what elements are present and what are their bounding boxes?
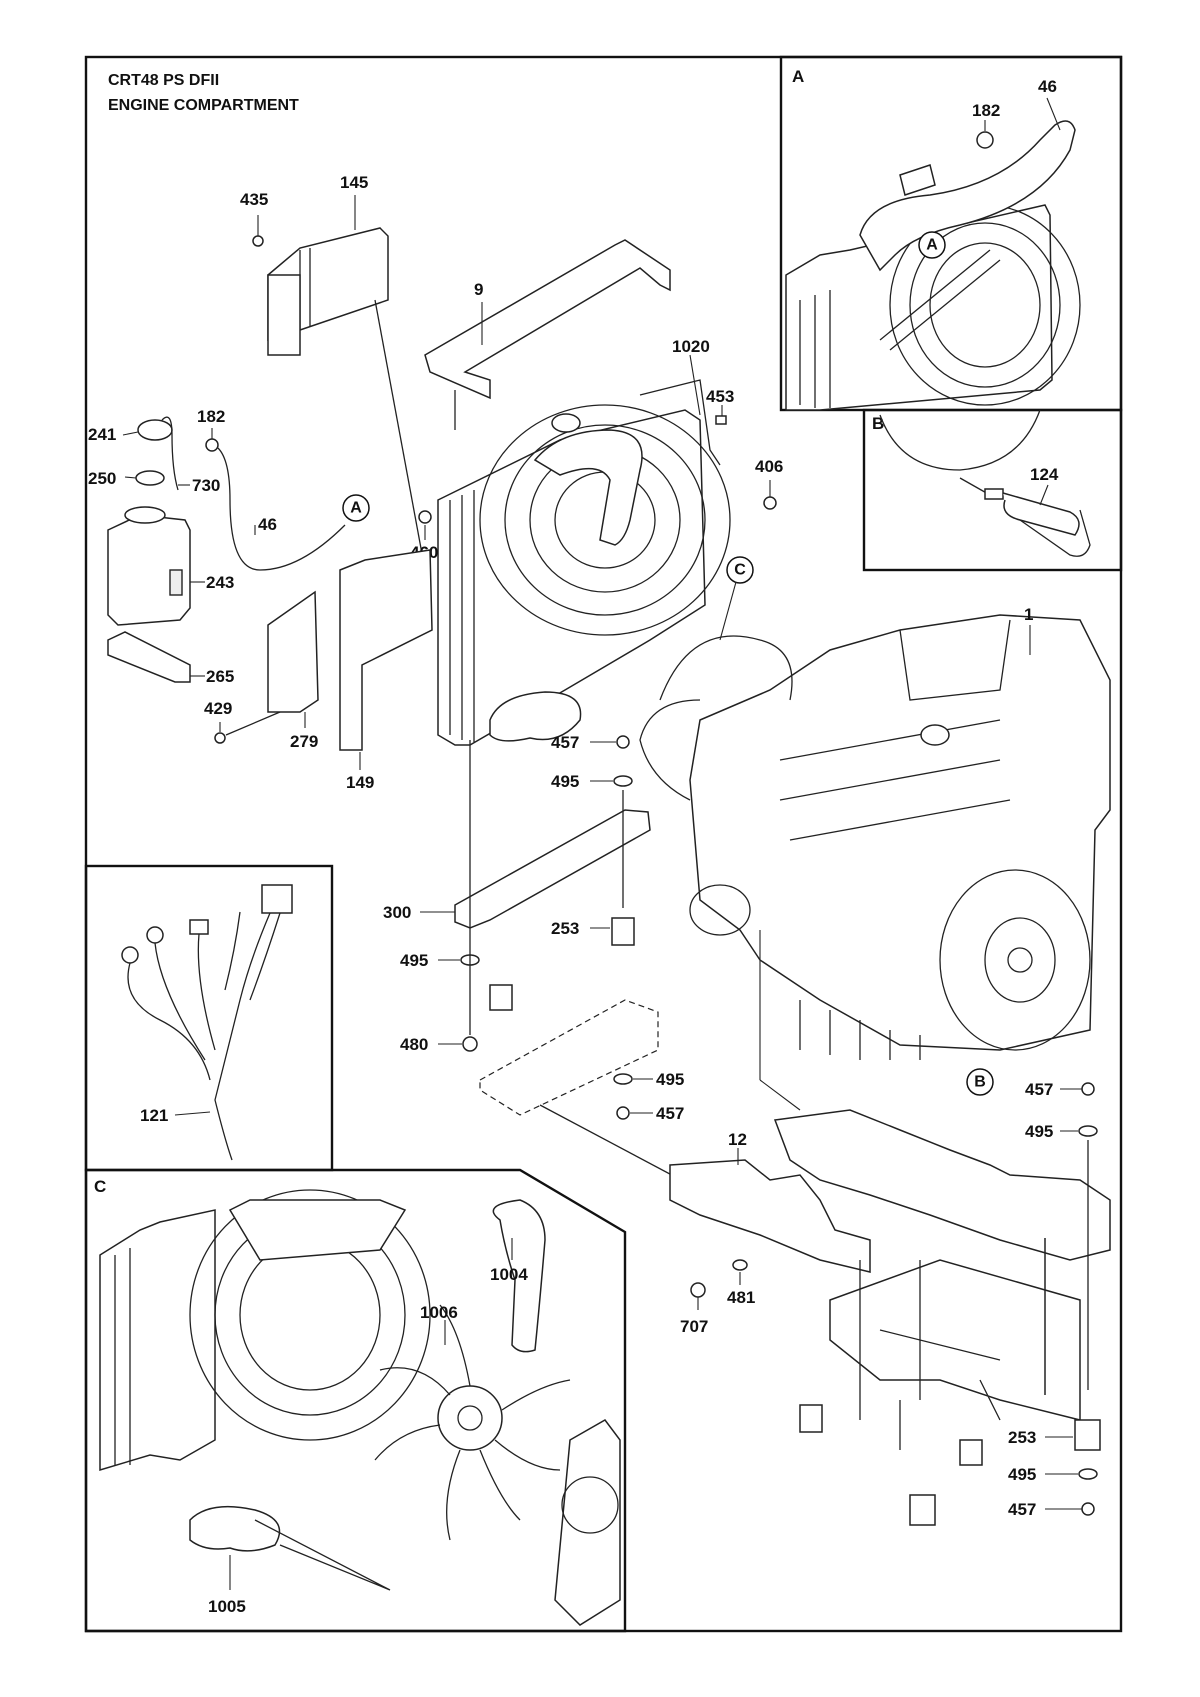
- label-1: 1: [1024, 605, 1033, 624]
- label-149: 149: [346, 773, 374, 792]
- engine-mount-frame: 12 457 495 481 707 253 495 457: [669, 1080, 1111, 1526]
- oil-cooler: 435 145: [240, 173, 426, 571]
- inset-c-letter: C: [94, 1177, 106, 1196]
- label-457-b: 457: [656, 1104, 684, 1123]
- inset-harness-frame: [84, 864, 334, 1172]
- inset-c-label-1004: 1004: [490, 1265, 528, 1284]
- label-46: 46: [258, 515, 277, 534]
- inset-b-hose-detail: B 124: [872, 409, 1091, 557]
- inset-a-label-182: 182: [972, 101, 1000, 120]
- radiator-mounts: 457 495 300 253 495 480 495 457: [383, 733, 701, 1191]
- label-457-a: 457: [551, 733, 579, 752]
- label-145: 145: [340, 173, 368, 192]
- inset-wiring-harness: 121: [121, 884, 293, 1161]
- label-457-d: 457: [1008, 1500, 1036, 1519]
- label-9: 9: [474, 280, 483, 299]
- main-ref-marker-a: A: [350, 500, 362, 517]
- label-481: 481: [727, 1288, 755, 1307]
- label-1020: 1020: [672, 337, 710, 356]
- inset-b-frame: [862, 408, 1123, 572]
- engine-assembly: 1 B: [639, 605, 1111, 1111]
- label-730: 730: [192, 476, 220, 495]
- label-495-d: 495: [1025, 1122, 1053, 1141]
- label-253-b: 253: [1008, 1428, 1036, 1447]
- label-457-c: 457: [1025, 1080, 1053, 1099]
- label-243: 243: [206, 573, 234, 592]
- label-241: 241: [88, 425, 116, 444]
- main-ref-marker-b: B: [974, 1074, 986, 1091]
- label-300: 300: [383, 903, 411, 922]
- main-ref-marker-c: C: [734, 562, 746, 579]
- label-435: 435: [240, 190, 268, 209]
- radiator-assembly: 460 1020 453 406 C: [410, 337, 783, 746]
- label-279: 279: [290, 732, 318, 751]
- top-bracket: 9: [424, 239, 671, 430]
- label-480: 480: [400, 1035, 428, 1054]
- inset-b-letter: B: [872, 414, 884, 433]
- label-495-e: 495: [1008, 1465, 1036, 1484]
- label-429: 429: [204, 699, 232, 718]
- coolant-reservoir-group: 241 182 250 730 243 265 429 279 149 A 46: [88, 407, 433, 792]
- label-253-a: 253: [551, 919, 579, 938]
- model-title: CRT48 PS DFII: [108, 72, 219, 89]
- inset-a-ref-marker: A: [926, 237, 938, 254]
- label-250: 250: [88, 469, 116, 488]
- harness-label-121: 121: [140, 1106, 168, 1125]
- inset-c-fan-detail: C 1004 1006 1005: [94, 1177, 621, 1626]
- inset-c-frame: [84, 1168, 627, 1633]
- label-12: 12: [728, 1130, 747, 1149]
- label-495-a: 495: [551, 772, 579, 791]
- inset-a-radiator-detail: A A 182 46: [785, 67, 1081, 411]
- inset-a-letter: A: [792, 67, 804, 86]
- label-495-b: 495: [400, 951, 428, 970]
- inset-c-label-1005: 1005: [208, 1597, 246, 1616]
- inset-b-label-124: 124: [1030, 465, 1059, 484]
- label-495-c: 495: [656, 1070, 684, 1089]
- label-406: 406: [755, 457, 783, 476]
- label-265: 265: [206, 667, 234, 686]
- section-title: ENGINE COMPARTMENT: [108, 97, 299, 114]
- inset-a-label-46: 46: [1038, 77, 1057, 96]
- label-453: 453: [706, 387, 734, 406]
- label-707: 707: [680, 1317, 708, 1336]
- inset-c-label-1006: 1006: [420, 1303, 458, 1322]
- label-182: 182: [197, 407, 225, 426]
